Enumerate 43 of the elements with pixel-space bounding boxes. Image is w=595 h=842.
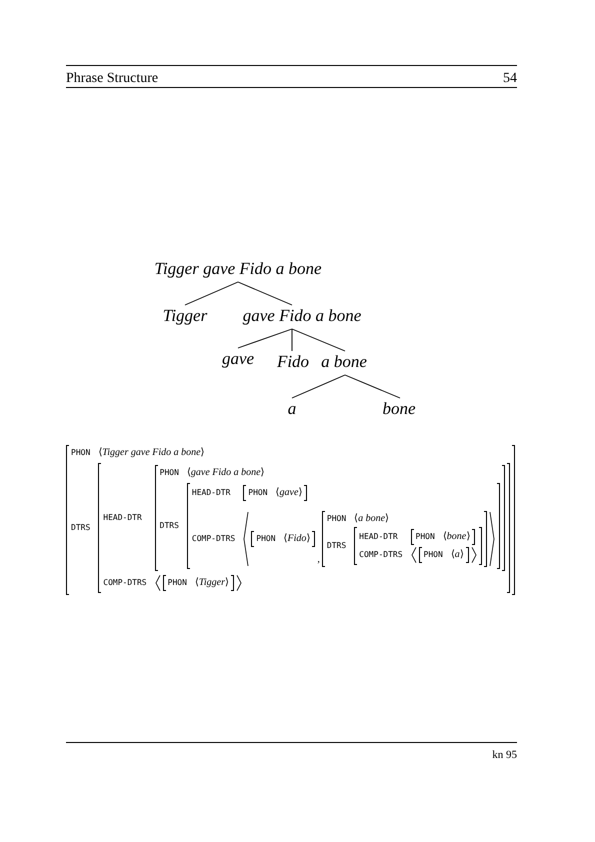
feature-name: PHON	[160, 467, 179, 479]
feature-name: PHON	[256, 533, 276, 545]
tree-node-label: Fido	[276, 352, 310, 372]
tree-node-label: gave Fido a bone	[242, 306, 362, 326]
feature-name: HEAD-DTR	[192, 487, 232, 499]
feature-name: PHON	[248, 487, 268, 499]
feature-name: PHON	[416, 531, 435, 543]
tree-branch	[344, 374, 400, 398]
footer-note: kn 95	[492, 749, 517, 762]
feature-name: DTRS	[160, 520, 179, 532]
feature-name: PHON	[424, 549, 443, 561]
feature-name: PHON	[326, 513, 346, 525]
tree-node-label: bone	[382, 399, 416, 419]
phon-value: ⟨Tigger⟩	[194, 577, 230, 589]
feature-name: DTRS	[71, 522, 90, 534]
tree-branch	[238, 282, 292, 306]
comma: ,	[317, 553, 320, 567]
tree-branch	[292, 374, 346, 398]
feature-name: PHON	[71, 447, 90, 459]
tree-node-label: a	[288, 399, 296, 419]
phon-value: ⟨a bone⟩	[354, 513, 390, 525]
running-header: Phrase Structure	[66, 71, 158, 87]
tree-node-label: a bone	[321, 352, 367, 372]
tree-node-label: Tigger	[162, 306, 208, 326]
feature-name: PHON	[168, 577, 187, 589]
phon-value: ⟨Fido⟩	[284, 533, 310, 545]
phon-value: ⟨gave⟩	[276, 487, 302, 499]
feature-name: COMP-DTRS	[103, 577, 147, 589]
tree-branch	[184, 282, 238, 306]
phon-value: ⟨Tigger gave Fido a bone⟩	[98, 447, 205, 459]
phon-value: ⟨bone⟩	[442, 531, 470, 543]
phon-value: ⟨gave Fido a bone⟩	[186, 467, 265, 479]
tree-branch	[292, 328, 346, 352]
feature-name: HEAD-DTR	[359, 531, 399, 543]
feature-name: HEAD-DTR	[103, 512, 143, 524]
tree-node-label: gave	[222, 349, 254, 369]
page-number: 54	[503, 71, 517, 87]
tree-branch	[238, 328, 292, 348]
feature-name: COMP-DTRS	[359, 549, 403, 561]
feature-name: DTRS	[326, 540, 346, 552]
phon-value: ⟨a⟩	[450, 549, 464, 561]
tree-node-label: Tigger gave Fido a bone	[154, 259, 322, 279]
feature-name: COMP-DTRS	[192, 533, 236, 545]
